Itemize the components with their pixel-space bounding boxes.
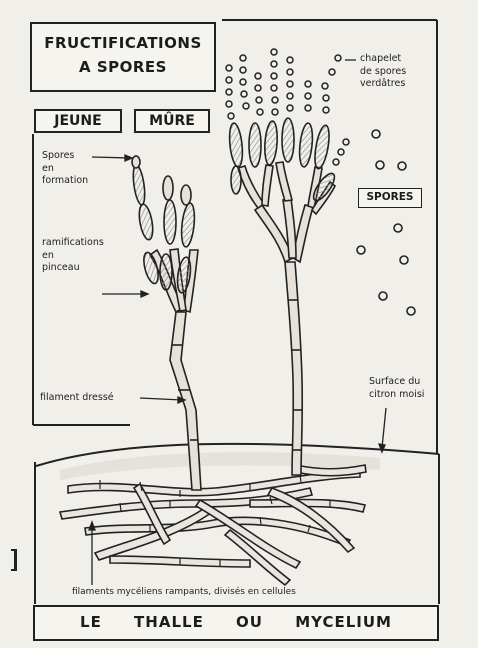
- surface-line-1: Surface du: [369, 376, 424, 389]
- spores-formation-line-2: en: [42, 163, 88, 176]
- frame-lines: [33, 20, 439, 604]
- mycelium-network: [60, 465, 366, 585]
- spores-label: SPORES: [358, 188, 422, 208]
- young-conidiophore: [131, 156, 201, 490]
- mature-conidiophore: [228, 118, 338, 475]
- title-line-1: FRUCTIFICATIONS: [32, 31, 214, 55]
- filament-label: filament dressé: [40, 392, 114, 405]
- chapelet-line-2: de spores: [360, 66, 406, 79]
- chapelet-label: chapelet de spores verdâtres: [360, 53, 406, 91]
- chapelet-line-3: verdâtres: [360, 78, 406, 91]
- chapelet-line-1: chapelet: [360, 53, 406, 66]
- ramifications-line-3: pinceau: [42, 262, 104, 275]
- spores-formation-line-3: formation: [42, 175, 88, 188]
- young-stage-label: JEUNE: [34, 109, 122, 133]
- surface-label: Surface du citron moisi: [369, 376, 424, 401]
- ramifications-line-1: ramifications: [42, 237, 104, 250]
- free-spores: [357, 130, 415, 315]
- title-box: FRUCTIFICATIONS A SPORES: [30, 22, 216, 92]
- ramifications-line-2: en: [42, 250, 104, 263]
- thallus-caption-box: LE THALLE OU MYCELIUM: [33, 605, 439, 641]
- ramifications-label: ramifications en pinceau: [42, 237, 104, 275]
- spores-formation-label: Spores en formation: [42, 150, 88, 188]
- mycelium-filaments-label: filaments mycéliens rampants, divisés en…: [72, 586, 296, 599]
- mature-stage-label: MÛRE: [134, 109, 210, 133]
- title-line-2: A SPORES: [32, 55, 214, 79]
- spores-formation-line-1: Spores: [42, 150, 88, 163]
- surface-line-2: citron moisi: [369, 389, 424, 402]
- margin-bracket: [11, 549, 17, 571]
